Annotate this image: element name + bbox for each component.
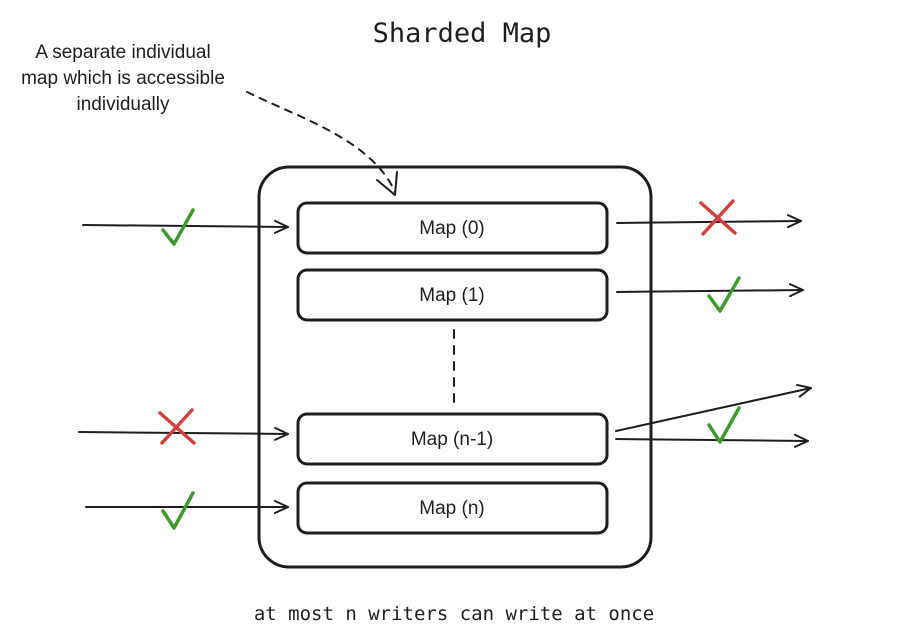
- map-box-3-label: Map (n): [419, 498, 484, 519]
- read-arrow-map-0: [616, 214, 802, 229]
- check-icon: [161, 491, 195, 530]
- map-box-2-rect: [296, 412, 609, 466]
- map-box-3: Map (n): [296, 481, 609, 535]
- check-icon: [161, 208, 195, 246]
- read-arrow-map-n-1-lower: [615, 433, 809, 448]
- cross-icon: [158, 408, 196, 445]
- map-box-1-label: Map (1): [419, 285, 484, 306]
- read-arrow-map-n-1-upper: [615, 383, 812, 432]
- sharded-map-container: [257, 165, 653, 569]
- annotation-line-3: individually: [77, 94, 170, 115]
- map-box-0-label: Map (0): [419, 218, 484, 239]
- annotation-line-1: A separate individual: [35, 42, 210, 63]
- annotation-arrowhead: [376, 171, 398, 196]
- check-icon: [707, 276, 741, 313]
- check-icon: [707, 406, 741, 444]
- diagram-title: Sharded Map: [373, 18, 552, 49]
- map-box-0: Map (0): [296, 201, 609, 255]
- cross-icon: [699, 199, 737, 236]
- map-box-2: Map (n-1): [296, 412, 609, 466]
- map-box-1-rect: [296, 268, 609, 322]
- map-box-3-rect: [296, 481, 609, 535]
- read-arrow-map-1: [616, 283, 804, 298]
- map-box-1: Map (1): [296, 268, 609, 322]
- map-box-2-label: Map (n-1): [411, 429, 493, 450]
- map-box-0-rect: [296, 201, 609, 255]
- annotation: A separate individual map which is acces…: [21, 42, 225, 115]
- annotation-arrow: [246, 91, 396, 193]
- annotation-line-2: map which is accessible: [21, 68, 225, 89]
- footer-caption: at most n writers can write at once: [254, 603, 654, 625]
